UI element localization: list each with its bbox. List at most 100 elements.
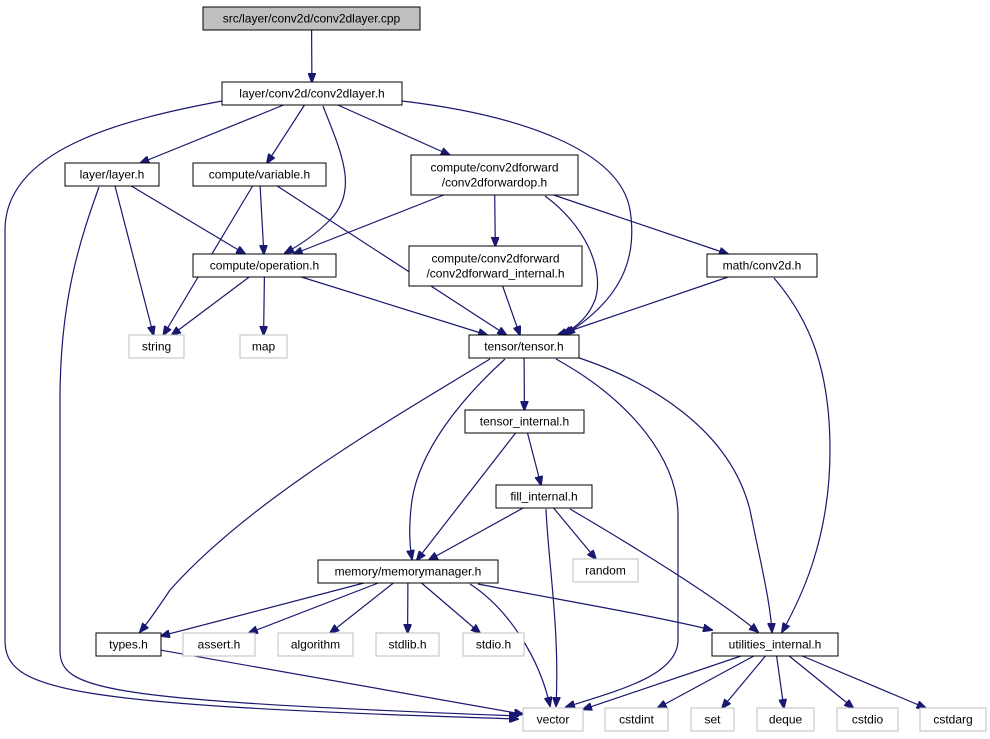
node-math-conv2d-h[interactable]: math/conv2d.h (706, 253, 818, 278)
node-label: stdio.h (476, 638, 511, 652)
node-utilities-internal-h[interactable]: utilities_internal.h (711, 632, 839, 657)
node-label: cstdio (852, 713, 884, 727)
node-box (182, 632, 256, 657)
node-conv2dforward-internal-h[interactable]: compute/conv2dforward/conv2dforward_inte… (408, 245, 583, 287)
node-label: tensor/tensor.h (484, 340, 563, 354)
edge-utilities_internal_h-to-cstdio (788, 655, 853, 708)
node-label: compute/conv2dforward (431, 252, 559, 266)
node-box (192, 253, 337, 278)
node-variable-h[interactable]: compute/variable.h (192, 162, 327, 187)
edge-fill_internal_h-to-vector (545, 508, 557, 706)
node-cstdio: cstdio (836, 707, 899, 732)
edge-conv2dlayer_h-to-variable_h (267, 104, 306, 163)
edge-conv2dlayer_h-to-vector (4, 100, 518, 719)
edge-layer_h-to-operation_h (130, 185, 245, 254)
edge-utilities_internal_h-to-vector (583, 655, 742, 709)
edge-utilities_internal_h-to-set (722, 655, 766, 708)
node-label: vector (537, 713, 570, 727)
node-conv2dlayer-cpp[interactable]: src/layer/conv2d/conv2dlayer.cpp (202, 6, 421, 31)
edge-fill_internal_h-to-random (553, 507, 596, 559)
node-label: cstdarg (933, 713, 972, 727)
node-tensor-internal-h[interactable]: tensor_internal.h (464, 409, 585, 434)
edge-math_conv2d_h-to-utilities_internal_h (773, 277, 831, 632)
edge-utilities_internal_h-to-cstdint (658, 655, 755, 708)
node-conv2dlayer-h[interactable]: layer/conv2d/conv2dlayer.h (221, 81, 403, 106)
edge-tensor_internal_h-to-fill_internal_h (526, 432, 542, 485)
edge-utilities_internal_h-to-cstdarg (802, 655, 925, 708)
node-box (317, 559, 499, 584)
node-box (277, 632, 354, 657)
node-label: compute/variable.h (209, 168, 310, 182)
edge-variable_h-to-operation_h (260, 185, 264, 254)
edge-conv2dforwardop_h-to-tensor_h (544, 195, 599, 334)
node-layer-h[interactable]: layer/layer.h (64, 162, 160, 187)
node-box (462, 632, 525, 657)
node-label: assert.h (198, 638, 241, 652)
node-label: map (252, 340, 276, 354)
node-label: compute/conv2dforward (430, 161, 558, 175)
node-label: utilities_internal.h (729, 638, 822, 652)
edge-memorymanager_h-to-utilities_internal_h (477, 583, 712, 630)
edge-tensor_h-to-types_h (140, 358, 491, 632)
node-label: string (142, 340, 171, 354)
node-box (690, 707, 735, 732)
node-stdio-h: stdio.h (462, 632, 525, 657)
node-types-h[interactable]: types.h (95, 632, 162, 657)
node-box (572, 558, 639, 583)
node-label: fill_internal.h (510, 490, 577, 504)
node-box (604, 707, 669, 732)
node-assert-h: assert.h (182, 632, 256, 657)
edge-tensor_internal_h-to-memorymanager_h (417, 432, 517, 560)
edge-fill_internal_h-to-utilities_internal_h (569, 508, 758, 632)
edge-memorymanager_h-to-assert_h (249, 582, 379, 633)
edge-operation_h-to-string (172, 276, 250, 335)
edge-conv2dlayer_h-to-tensor_h (401, 100, 633, 334)
node-box (221, 81, 403, 106)
edge-memorymanager_h-to-stdio_h (421, 582, 481, 633)
edge-fill_internal_h-to-memorymanager_h (429, 507, 524, 560)
edge-memorymanager_h-to-types_h (161, 582, 365, 636)
node-map: map (239, 334, 288, 359)
node-box (64, 162, 160, 187)
node-box (495, 484, 593, 509)
node-label: types.h (109, 638, 148, 652)
node-vector: vector (522, 707, 584, 732)
node-box (711, 632, 839, 657)
node-label: tensor_internal.h (480, 415, 569, 429)
node-fill-internal-h[interactable]: fill_internal.h (495, 484, 593, 509)
edge-conv2dforward_internal_h-to-tensor_h (502, 285, 520, 335)
node-box (919, 707, 987, 732)
node-box (375, 632, 440, 657)
edge-memorymanager_h-to-algorithm (330, 582, 394, 633)
node-label: src/layer/conv2d/conv2dlayer.cpp (223, 12, 401, 26)
node-label: stdlib.h (388, 638, 426, 652)
edge-layer_h-to-vector (59, 186, 518, 716)
node-deque: deque (756, 707, 815, 732)
node-box (128, 334, 185, 359)
edge-operation_h-to-map (264, 276, 265, 335)
node-label: /conv2dforward_internal.h (426, 267, 564, 281)
edge-layer_h-to-string (114, 185, 154, 335)
edge-conv2dlayer_h-to-conv2dforwardop_h (337, 104, 450, 155)
node-label: math/conv2d.h (723, 259, 802, 273)
node-label: cstdint (619, 713, 654, 727)
node-tensor-h[interactable]: tensor/tensor.h (468, 334, 580, 359)
edge-math_conv2d_h-to-tensor_h (558, 276, 729, 335)
node-label: layer/layer.h (80, 168, 145, 182)
node-operation-h[interactable]: compute/operation.h (192, 253, 337, 278)
node-cstdarg: cstdarg (919, 707, 987, 732)
node-label: random (585, 564, 626, 578)
edge-types_h-to-vector (160, 649, 523, 714)
edge-tensor_h-to-utilities_internal_h (569, 354, 772, 632)
edge-tensor_h-to-vector (555, 358, 679, 707)
node-memorymanager-h[interactable]: memory/memorymanager.h (317, 559, 499, 584)
node-label: algorithm (291, 638, 340, 652)
edge-variable_h-to-tensor_h (276, 185, 506, 335)
edge-conv2dforwardop_h-to-operation_h (294, 194, 444, 254)
node-conv2dforwardop-h[interactable]: compute/conv2dforward/conv2dforwardop.h (410, 154, 579, 196)
node-label: memory/memorymanager.h (335, 565, 482, 579)
node-box (756, 707, 815, 732)
node-box (836, 707, 899, 732)
node-box (464, 409, 585, 434)
node-box (95, 632, 162, 657)
